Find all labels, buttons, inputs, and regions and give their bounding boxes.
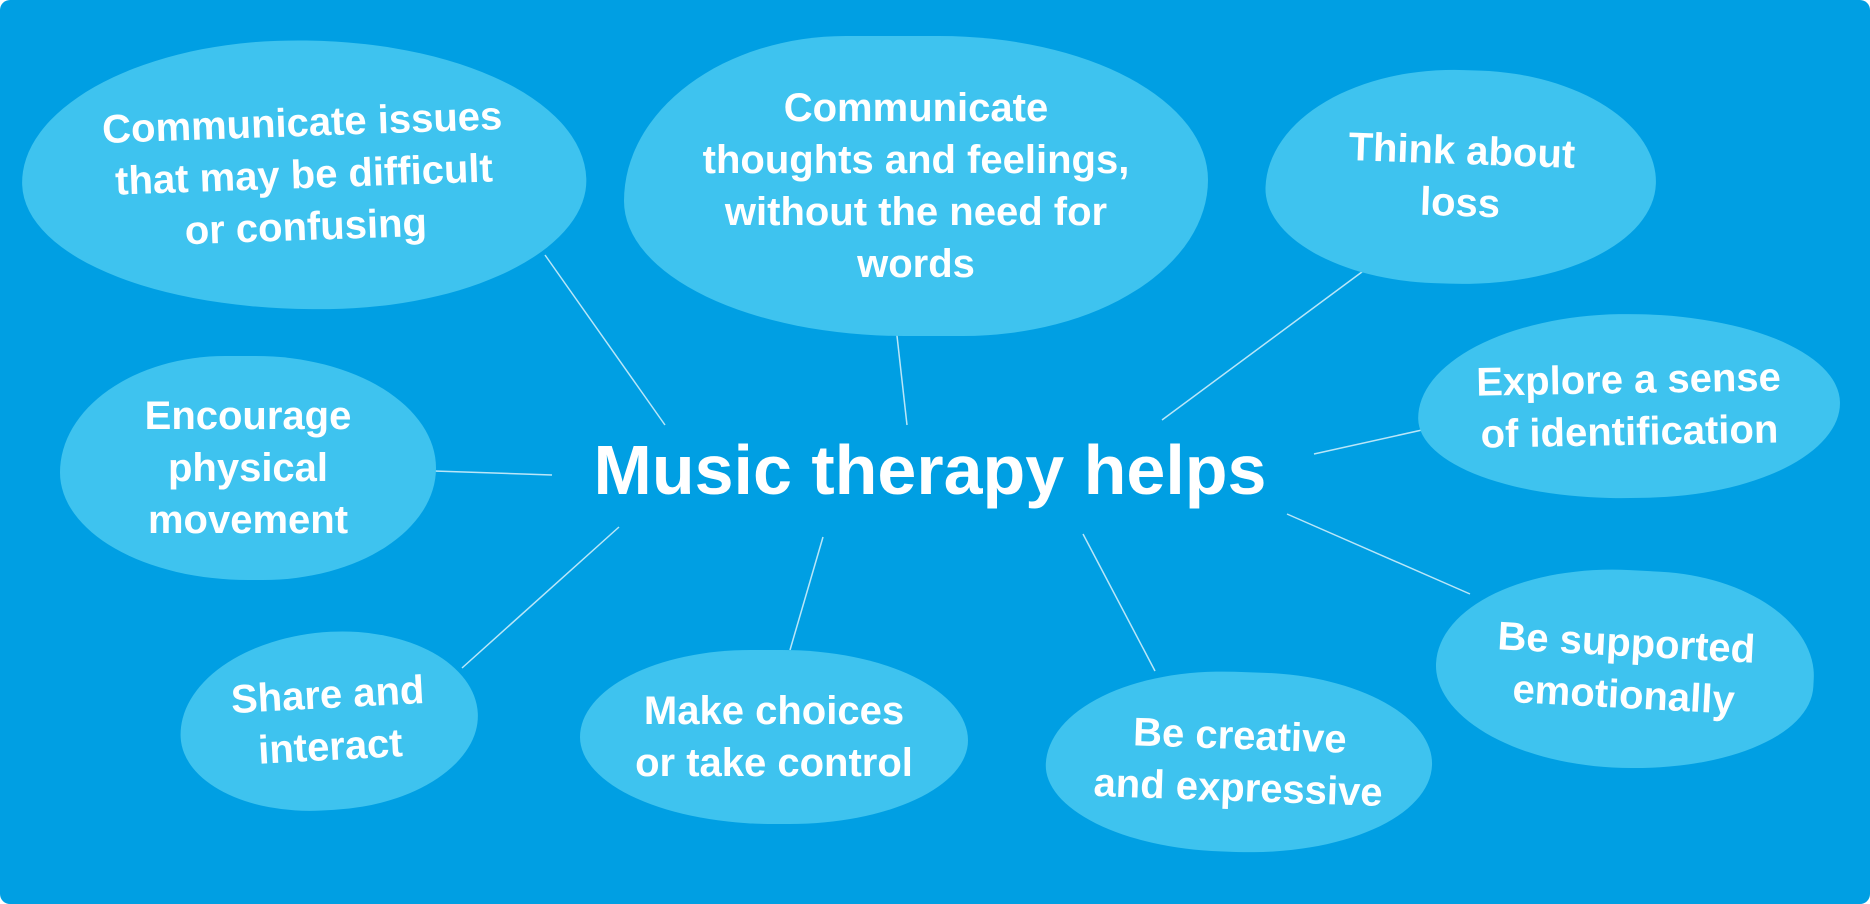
benefit-label: Be supported emotionally <box>1496 614 1757 723</box>
benefit-label: Explore a sense of identification <box>1475 355 1782 457</box>
benefit-label: Share and interact <box>229 668 426 773</box>
benefit-label: Think about loss <box>1347 125 1576 227</box>
connector-line-6 <box>1286 513 1471 595</box>
benefit-make-choices: Make choices or take control <box>580 650 968 824</box>
benefit-label: Be creative and expressive <box>1092 710 1384 816</box>
benefit-label: Communicate issues that may be difficult… <box>101 94 503 254</box>
connector-line-1 <box>544 254 666 426</box>
connector-line-8 <box>789 536 824 651</box>
benefit-label: Communicate thoughts and feelings, witho… <box>702 86 1130 286</box>
center-title: Music therapy helps <box>593 431 1267 509</box>
benefit-label: Encourage physical movement <box>144 394 352 542</box>
benefit-communicate-thoughts: Communicate thoughts and feelings, witho… <box>624 36 1208 336</box>
connector-line-3 <box>1161 265 1371 421</box>
connector-line-9 <box>1082 533 1156 672</box>
connector-line-7 <box>461 526 620 669</box>
connector-line-2 <box>895 326 908 426</box>
benefit-label: Make choices or take control <box>635 689 913 785</box>
benefit-physical-movement: Encourage physical movement <box>60 356 436 580</box>
connector-line-5 <box>1313 429 1423 455</box>
connector-line-4 <box>433 470 553 476</box>
